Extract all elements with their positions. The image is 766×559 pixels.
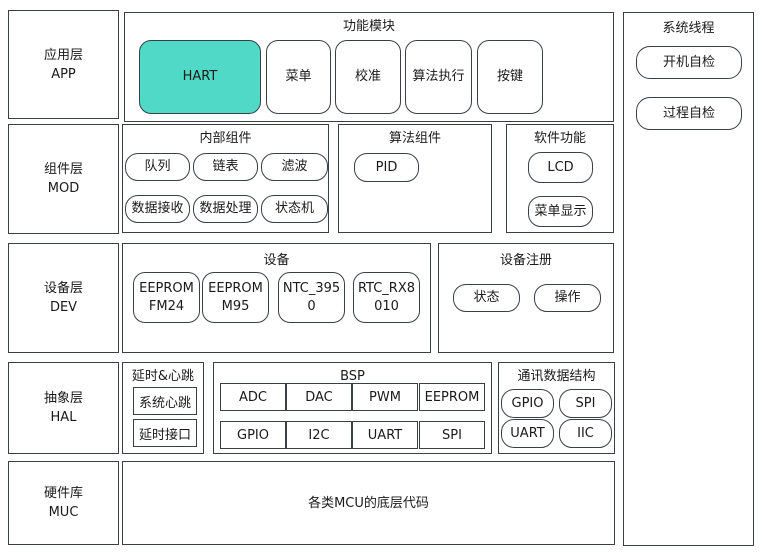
thread-boot-selftest: 开机自检 bbox=[636, 46, 742, 79]
component-data-receive: 数据接收 bbox=[125, 195, 190, 223]
dev-devices: 设备 EEPROM FM24 EEPROM M95 NTC_395 0 RTC_… bbox=[122, 243, 431, 353]
device-ntc-3950-line1: NTC_395 bbox=[282, 280, 341, 296]
devices-title: 设备 bbox=[263, 253, 290, 268]
device-eeprom-fm24: EEPROM FM24 bbox=[133, 272, 200, 323]
module-hart: HART bbox=[139, 40, 261, 114]
dev-device-register: 设备注册 状态 操作 bbox=[438, 243, 614, 353]
device-eeprom-m95: EEPROM M95 bbox=[202, 272, 269, 323]
bsp-i2c: I2C bbox=[286, 421, 352, 449]
register-title: 设备注册 bbox=[499, 253, 552, 268]
system-heartbeat: 系统心跳 bbox=[133, 387, 197, 415]
component-lcd: LCD bbox=[528, 152, 593, 183]
comm-gpio: GPIO bbox=[501, 389, 554, 418]
layer-muc-code: MUC bbox=[48, 505, 79, 520]
hal-delay-heartbeat: 延时&心跳 系统心跳 延时接口 bbox=[122, 362, 204, 454]
component-queue: 队列 bbox=[125, 153, 190, 181]
layer-hal-name: 抽象层 bbox=[43, 391, 83, 406]
register-status: 状态 bbox=[453, 284, 520, 312]
layer-muc-name: 硬件库 bbox=[43, 486, 83, 501]
component-filter: 滤波 bbox=[261, 153, 328, 181]
bsp-spi: SPI bbox=[419, 421, 485, 449]
thread-process-selftest: 过程自检 bbox=[636, 97, 742, 130]
comm-spi: SPI bbox=[559, 389, 612, 418]
delay-interface: 延时接口 bbox=[133, 419, 197, 447]
thread-title: 系统线程 bbox=[662, 21, 715, 36]
component-data-process: 数据处理 bbox=[193, 195, 258, 223]
device-eeprom-fm24-line2: FM24 bbox=[148, 298, 185, 314]
layer-dev-box: 设备层 DEV bbox=[8, 243, 119, 353]
layer-app-code: APP bbox=[51, 66, 76, 82]
device-ntc-3950: NTC_395 0 bbox=[278, 272, 345, 323]
bsp-adc: ADC bbox=[220, 383, 286, 411]
mod-algo-components: 算法组件 PID bbox=[338, 124, 492, 233]
component-state-machine: 状态机 bbox=[261, 195, 328, 223]
module-calibrate: 校准 bbox=[335, 40, 401, 114]
layer-mod-code: MOD bbox=[47, 181, 80, 196]
mod-software-functions: 软件功能 LCD 菜单显示 bbox=[506, 124, 614, 233]
component-pid: PID bbox=[354, 153, 419, 182]
module-menu: 菜单 bbox=[266, 40, 331, 114]
layer-hal-code: HAL bbox=[50, 410, 77, 425]
bsp-pwm: PWM bbox=[352, 383, 418, 411]
bsp-gpio: GPIO bbox=[220, 421, 286, 449]
device-eeprom-m95-line2: M95 bbox=[221, 298, 250, 314]
device-ntc-3950-line2: 0 bbox=[307, 298, 316, 314]
device-eeprom-m95-line1: EEPROM bbox=[208, 280, 263, 296]
system-threads: 系统线程 开机自检 过程自检 bbox=[623, 12, 754, 546]
app-modules-title: 功能模块 bbox=[342, 19, 395, 34]
delay-title: 延时&心跳 bbox=[131, 369, 195, 384]
layer-mod-name: 组件层 bbox=[43, 162, 83, 177]
layer-muc-box: 硬件库 MUC bbox=[8, 461, 119, 545]
device-rtc-rx8010-line2: 010 bbox=[374, 298, 399, 314]
layer-app-box: 应用层 APP bbox=[8, 10, 119, 119]
bsp-eeprom: EEPROM bbox=[419, 383, 485, 411]
bsp-uart: UART bbox=[352, 421, 418, 449]
device-rtc-rx8010: RTC_RX8 010 bbox=[353, 272, 420, 323]
hal-bsp: BSP ADC DAC PWM EEPROM GPIO I2C UART SPI bbox=[213, 362, 492, 454]
component-linked-list: 链表 bbox=[193, 153, 258, 181]
app-function-modules: 功能模块 HART 菜单 校准 算法执行 按键 bbox=[124, 12, 614, 122]
algo-title: 算法组件 bbox=[388, 131, 441, 146]
register-operation: 操作 bbox=[534, 284, 601, 312]
component-menu-display: 菜单显示 bbox=[528, 196, 593, 227]
internal-title: 内部组件 bbox=[199, 131, 252, 146]
device-rtc-rx8010-line1: RTC_RX8 bbox=[357, 280, 416, 296]
module-key: 按键 bbox=[477, 40, 543, 114]
comm-title: 通讯数据结构 bbox=[517, 369, 596, 384]
muc-text: 各类MCU的底层代码 bbox=[308, 495, 429, 511]
device-eeprom-fm24-line1: EEPROM bbox=[139, 280, 194, 296]
comm-uart: UART bbox=[501, 419, 554, 448]
module-algo-exec: 算法执行 bbox=[405, 40, 472, 114]
soft-title: 软件功能 bbox=[533, 131, 586, 146]
mod-internal-components: 内部组件 队列 链表 滤波 数据接收 数据处理 状态机 bbox=[122, 124, 329, 233]
layer-mod-box: 组件层 MOD bbox=[8, 124, 119, 234]
layer-dev-code: DEV bbox=[49, 300, 78, 315]
hal-comm-data-structures: 通讯数据结构 GPIO SPI UART IIC bbox=[498, 362, 615, 454]
layer-hal-box: 抽象层 HAL bbox=[8, 362, 119, 454]
layer-app-name: 应用层 bbox=[43, 47, 83, 63]
bsp-dac: DAC bbox=[286, 383, 352, 411]
muc-mcu-code: 各类MCU的底层代码 bbox=[122, 461, 615, 545]
comm-iic: IIC bbox=[559, 419, 612, 448]
bsp-title: BSP bbox=[340, 369, 365, 384]
layer-dev-name: 设备层 bbox=[43, 281, 83, 296]
